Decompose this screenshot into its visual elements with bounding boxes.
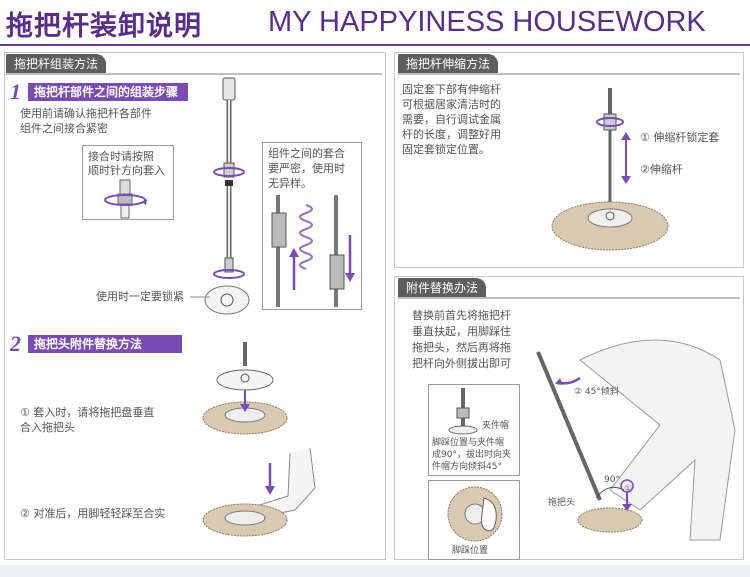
left-section-tab: 拖把杆组装方法 (6, 54, 107, 74)
clip-cap-label: 夹件帽 (482, 421, 510, 431)
foot-position-illustration (447, 486, 503, 542)
foot-position-label: 脚踩位置 (452, 546, 489, 556)
step2-header: 2 拖把头附件替换方法 (10, 331, 183, 356)
step2-number: 2 (10, 331, 21, 356)
replace-desc-line4: 把杆向外侧拔出即可 (412, 357, 511, 370)
left-panel (4, 52, 386, 560)
right-bottom-tab-underline (398, 297, 740, 299)
right-bottom-section-tab: 附件替换办法 (398, 278, 487, 298)
page-title: 拖把杆装卸说明 (6, 11, 202, 42)
fit-callout-line3: 无异样。 (268, 177, 312, 190)
replace-desc-line1: 替换前首先将拖把杆 (412, 309, 511, 322)
step1-desc-line1: 使用前请确认拖把杆各部件 (20, 107, 152, 120)
foot-note-line1: 脚踩位置与夹件帽 (432, 438, 505, 448)
step-circle-1: ① (624, 484, 633, 494)
right-top-section-tab: 拖把杆伸缩方法 (398, 54, 499, 74)
telescopic-desc-line1: 固定套下部有伸缩杆 (402, 83, 501, 96)
left-tab-underline (6, 73, 382, 75)
title-bar: 拖把杆装卸说明 MY HAPPYINESS HOUSEWORK (0, 0, 750, 46)
step2-note1-line1: ① 套入时，请将拖把盘垂直 (20, 406, 155, 419)
fit-callout-line2: 要严密，使用时 (268, 162, 345, 175)
telescopic-rod-label: ②伸缩杆 (640, 163, 683, 176)
foot-note-line3: 件帽方向倾斜45° (432, 462, 502, 472)
clip-detail-illustration (448, 388, 478, 435)
step1-header: 1 拖把杆部件之间的组装步骤 (10, 79, 189, 104)
telescopic-desc-line5: 固定套锁定位置。 (402, 143, 490, 156)
fit-detail-illustration (271, 195, 355, 307)
mop-head-label: 拖把头 (548, 498, 576, 508)
join-callout-line1: 接合时请按照 (88, 150, 154, 163)
step1-number: 1 (10, 79, 21, 104)
step1-label: 拖把杆部件之间的组装步骤 (28, 83, 189, 101)
page-subtitle: MY HAPPYINESS HOUSEWORK (268, 6, 706, 38)
angle-90-label: 90° (604, 475, 620, 485)
replace-desc-line3: 拖把头，然后再将拖 (412, 341, 511, 354)
join-callout-line2: 顺时针方向套入 (88, 164, 165, 177)
step2-note2: ② 对准后，用脚轻轻踩至合实 (20, 507, 166, 520)
step1-desc-line2: 组件之间接合紧密 (20, 122, 108, 135)
mop-head-insert-illustration (202, 342, 288, 435)
foot-press-illustration (202, 447, 316, 537)
fit-callout-line1: 组件之间的套合 (268, 147, 345, 160)
right-top-panel (394, 52, 744, 268)
person-pulling-illustration (536, 339, 736, 541)
telescopic-desc-line3: 需要，自行调试金属 (402, 113, 501, 126)
lock-sleeve-label: ① 伸缩杆锁定套 (640, 131, 720, 144)
replace-desc-line2: 垂直扶起，用脚踩住 (412, 325, 511, 338)
right-bottom-panel (394, 276, 744, 560)
step2-note1-line2: 合入拖把头 (20, 421, 75, 434)
telescopic-mop-illustration (551, 88, 669, 251)
foot-note-line2: 成90°，拔出时向夹 (432, 450, 511, 460)
bottom-strip (0, 565, 750, 577)
assembly-pole-illustration (204, 77, 250, 315)
lock-note: 使用时一定要锁紧 (96, 290, 184, 303)
right-top-tab-underline (398, 73, 740, 75)
step2-label: 拖把头附件替换方法 (28, 335, 183, 353)
tilt-45-label: ② 45°倾斜 (574, 387, 619, 397)
join-detail-illustration (104, 179, 147, 219)
telescopic-desc-line2: 可根据居家清洁时的 (402, 98, 501, 111)
telescopic-desc-line4: 杆的长度，调整好用 (402, 128, 501, 141)
lock-note-leader (190, 296, 210, 298)
